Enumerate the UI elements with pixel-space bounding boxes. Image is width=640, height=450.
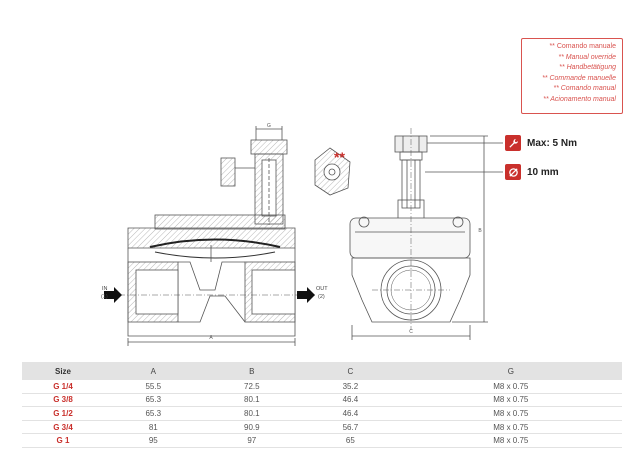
table-cell: 65.3 [104,406,203,421]
manual-override-detail [314,147,351,196]
legend-item: ** Comando manuale [549,43,616,50]
column-header-c: C [301,362,400,380]
size-cell: G 1 [22,433,104,448]
column-header-b: B [202,362,302,380]
size-cell: G 3/8 [22,393,104,408]
table-cell: M8 x 0.75 [399,433,622,448]
outlet-port-label: (2) [318,294,325,300]
inlet-label: IN [102,286,108,292]
legend-item: ** Manual override [558,53,616,61]
inlet-port-label: (1) [101,294,108,300]
table-cell: 46.4 [301,406,400,421]
legend-item: ** Handbetätigung [559,64,616,71]
table-row: G 3/4 81 90.9 56.7 M8 x 0.75 [22,420,622,435]
dim-a-label: A [209,335,213,341]
table-cell: 81 [104,420,203,435]
legend-item: ** Commande manuelle [542,74,616,82]
wrench-icon [505,135,521,151]
diameter-icon [505,164,521,180]
column-header-g: G [399,362,622,380]
dimension-table: Size A B C G G 1/4 55.5 72.5 35.2 M8 x 0… [22,362,622,448]
table-cell: 46.4 [301,393,400,408]
legend-item: ** Acionamento manual [543,95,616,103]
table-row: G 1/2 65.3 80.1 46.4 M8 x 0.75 [22,406,622,421]
dim-b-label: B [478,228,482,234]
table-header-row: Size A B C G [22,362,622,380]
flow-arrows [104,287,315,303]
table-cell: M8 x 0.75 [399,380,622,394]
table-row: G 1 95 97 65 M8 x 0.75 [22,433,622,448]
dim-c-label: C [409,329,413,335]
legend-item: ** Comando manual [553,85,616,92]
outlet-arrow-icon [297,287,315,303]
column-header-a: A [104,362,203,380]
inlet-arrow-icon [104,287,122,303]
diameter-value: 10 mm [527,166,559,178]
table-cell: M8 x 0.75 [399,406,622,421]
table-cell: 80.1 [202,406,302,421]
table-cell: 65 [301,433,400,448]
table-cell: 95 [104,433,203,448]
dim-g-label: G [267,123,271,129]
size-cell: G 1/2 [22,406,104,421]
column-header-size: Size [22,362,104,380]
table-cell: 72.5 [202,380,302,394]
table-cell: 90.9 [202,420,302,435]
manual-override-legend: ** Comando manuale ** Manual override **… [521,38,623,114]
table-cell: 55.5 [104,380,203,394]
table-cell: M8 x 0.75 [399,420,622,435]
table-row: G 1/4 55.5 72.5 35.2 M8 x 0.75 [22,380,622,394]
size-cell: G 3/4 [22,420,104,435]
valve-technical-drawing: G A C B IN (1) OUT (2) ** [101,123,503,346]
front-view [349,128,503,340]
override-mark: ** [334,149,345,165]
torque-value: Max: 5 Nm [527,137,578,149]
torque-spec: Max: 5 Nm [505,135,577,151]
table-row: G 3/8 65.3 80.1 46.4 M8 x 0.75 [22,393,622,408]
size-cell: G 1/4 [22,380,104,394]
outlet-label: OUT [316,286,328,292]
table-cell: 80.1 [202,393,302,408]
table-cell: 35.2 [301,380,400,394]
diameter-spec: 10 mm [505,164,559,180]
table-cell: M8 x 0.75 [399,393,622,408]
table-cell: 97 [202,433,302,448]
section-view [108,126,315,346]
table-cell: 56.7 [301,420,400,435]
table-cell: 65.3 [104,393,203,408]
